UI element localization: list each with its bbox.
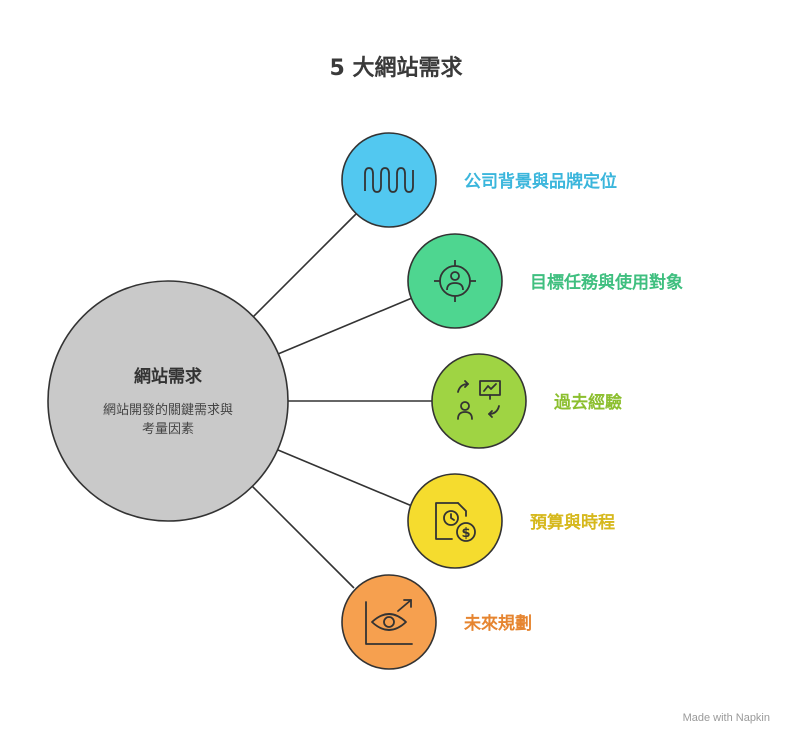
budget-time-icon: $ xyxy=(435,502,476,542)
node-budget-circle xyxy=(407,473,503,569)
hub-title: 網站需求 xyxy=(134,366,202,387)
node-experience-label: 過去經驗 xyxy=(554,392,622,413)
hub-description-line-2: 考量因素 xyxy=(142,422,194,437)
connector-1 xyxy=(251,213,357,319)
hub-description-line-1: 網站開發的關鍵需求與 xyxy=(103,402,233,418)
connector-5 xyxy=(251,485,355,589)
node-future: 未來規劃 xyxy=(341,574,532,670)
svg-text:$: $ xyxy=(461,526,470,541)
brand-wave-icon xyxy=(364,167,414,193)
hub-circle xyxy=(47,280,289,522)
connector-4 xyxy=(277,449,413,507)
node-future-circle xyxy=(341,574,437,670)
hub-node: 網站需求 網站開發的關鍵需求與 考量因素 xyxy=(47,280,289,522)
node-brand: 公司背景與品牌定位 xyxy=(341,132,617,228)
node-future-label: 未來規劃 xyxy=(463,613,532,634)
connectors xyxy=(251,213,432,589)
node-target-circle xyxy=(407,233,503,329)
target-user-icon xyxy=(434,260,476,302)
future-vision-icon xyxy=(365,599,413,645)
experience-icon xyxy=(457,380,501,420)
node-experience: 過去經驗 xyxy=(431,353,622,449)
node-brand-label: 公司背景與品牌定位 xyxy=(464,171,617,192)
diagram-title: 5 大網站需求 xyxy=(329,56,463,81)
node-experience-circle xyxy=(431,353,527,449)
connector-2 xyxy=(277,297,413,355)
node-target: 目標任務與使用對象 xyxy=(407,233,683,329)
napkin-watermark: Made with Napkin xyxy=(682,712,770,724)
node-budget-label: 預算與時程 xyxy=(530,512,615,533)
node-target-label: 目標任務與使用對象 xyxy=(530,272,683,293)
node-budget: $ 預算與時程 xyxy=(407,473,615,569)
